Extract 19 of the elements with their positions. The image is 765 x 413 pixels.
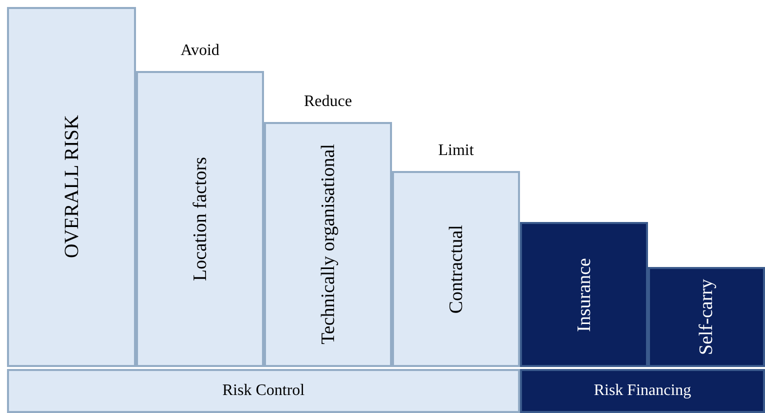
category-band [7, 369, 520, 413]
risk-bar [136, 71, 264, 367]
strategy-label: Avoid [180, 43, 220, 59]
band-label: Risk Financing [594, 383, 692, 399]
risk-bar [264, 122, 392, 367]
bar-label: Insurance [574, 258, 594, 332]
bar-label: Technically organisational [318, 144, 338, 345]
strategy-label: Limit [437, 143, 475, 159]
bar-label: Contractual [446, 224, 466, 314]
risk-bar [392, 171, 520, 367]
band-label: Risk Control [222, 383, 305, 399]
bar-label: Location factors [190, 157, 210, 281]
risk-bar [7, 7, 136, 367]
bar-label: OVERALL RISK [62, 115, 82, 259]
risk-bar [648, 267, 765, 367]
strategy-label: Reduce [303, 94, 353, 110]
category-band [520, 369, 765, 413]
risk-bar [520, 222, 648, 367]
bar-label: Self-carry [697, 279, 716, 355]
